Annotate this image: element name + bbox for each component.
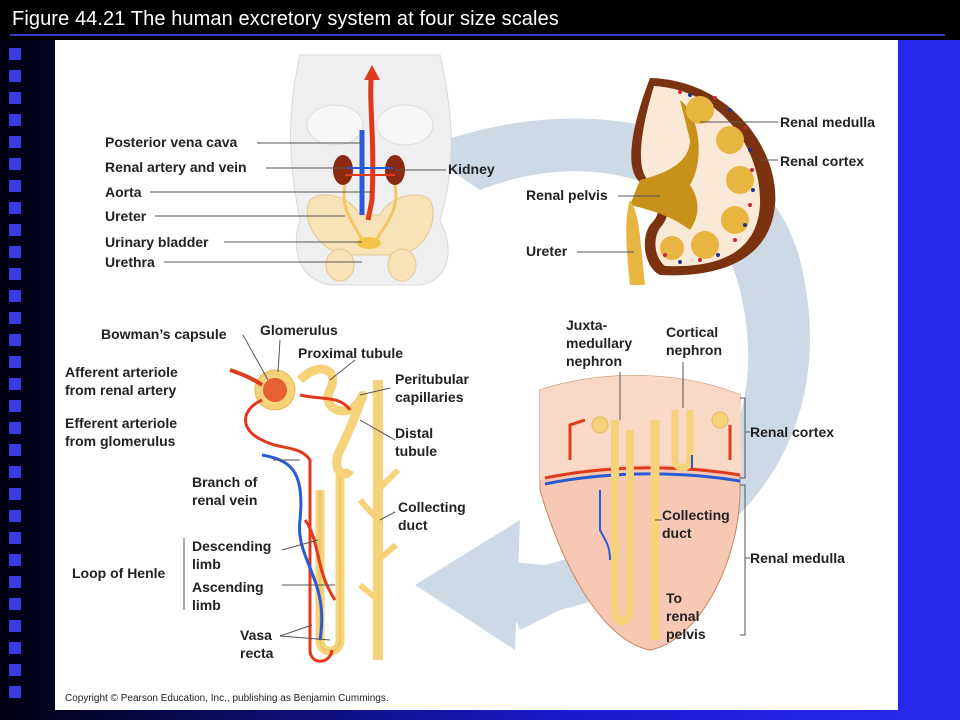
label-vasa-2: recta xyxy=(240,645,274,661)
label-cortical-1: Cortical xyxy=(666,324,718,340)
label-peritubular-1: Peritubular xyxy=(395,371,469,387)
label-juxta-3: nephron xyxy=(566,353,622,369)
label-ureter-body: Ureter xyxy=(105,208,147,224)
left-decorative-strip xyxy=(9,48,21,698)
label-juxta-1: Juxta- xyxy=(566,317,608,333)
label-to-2: renal xyxy=(666,608,699,624)
body-leader-lines xyxy=(150,142,446,263)
label-afferent-1: Afferent arteriole xyxy=(65,364,178,380)
slide-title: Figure 44.21 The human excretory system … xyxy=(12,8,559,30)
label-vasa-1: Vasa xyxy=(240,627,272,643)
label-ascending-1: Ascending xyxy=(192,579,264,595)
label-renal-artery-vein: Renal artery and vein xyxy=(105,159,247,175)
label-cortical-2: nephron xyxy=(666,342,722,358)
excretory-system-diagram: Posterior vena cava Renal artery and vei… xyxy=(65,54,875,704)
label-urinary-bladder: Urinary bladder xyxy=(105,234,209,250)
label-to-3: pelvis xyxy=(666,626,706,642)
label-efferent-2: from glomerulus xyxy=(65,433,176,449)
title-bar xyxy=(0,0,960,40)
label-branch-2: renal vein xyxy=(192,492,257,508)
label-distal-1: Distal xyxy=(395,425,433,441)
label-ureter-kidney: Ureter xyxy=(526,243,568,259)
label-distal-2: tubule xyxy=(395,443,437,459)
nephron-illustration xyxy=(229,364,401,663)
kidney-leader-lines xyxy=(577,121,778,253)
label-descending-2: limb xyxy=(192,556,221,572)
label-efferent-1: Efferent arteriole xyxy=(65,415,177,431)
label-juxta-2: medullary xyxy=(566,335,632,351)
label-loop-of-henle: Loop of Henle xyxy=(72,565,166,581)
label-renal-pelvis: Renal pelvis xyxy=(526,187,608,203)
copyright-notice: Copyright © Pearson Education, Inc., pub… xyxy=(65,693,389,704)
label-renal-cortex-kidney: Renal cortex xyxy=(780,153,864,169)
label-collecting-duct-2: duct xyxy=(662,525,692,541)
label-bowmans-capsule: Bowman’s capsule xyxy=(101,326,227,342)
kidney-section-illustration xyxy=(626,78,776,285)
label-renal-medulla-section: Renal medulla xyxy=(750,550,845,566)
title-underline xyxy=(10,34,945,36)
label-afferent-2: from renal artery xyxy=(65,382,176,398)
label-renal-medulla-kidney: Renal medulla xyxy=(780,114,875,130)
label-peritubular-2: capillaries xyxy=(395,389,464,405)
label-collecting-2: duct xyxy=(398,517,428,533)
label-collecting-duct-1: Collecting xyxy=(662,507,730,523)
label-descending-1: Descending xyxy=(192,538,271,554)
label-posterior-vena-cava: Posterior vena cava xyxy=(105,134,238,150)
label-kidney: Kidney xyxy=(448,161,495,177)
kidney-tissue-section xyxy=(539,375,742,651)
human-body-illustration xyxy=(290,54,452,286)
label-aorta: Aorta xyxy=(105,184,142,200)
label-renal-cortex-section: Renal cortex xyxy=(750,424,834,440)
label-proximal-tubule: Proximal tubule xyxy=(298,345,403,361)
label-glomerulus: Glomerulus xyxy=(260,322,338,338)
nephron-leader-lines xyxy=(183,334,396,641)
label-ascending-2: limb xyxy=(192,597,221,613)
label-to-1: To xyxy=(666,590,682,606)
figure-panel: Posterior vena cava Renal artery and vei… xyxy=(55,40,898,710)
label-collecting-1: Collecting xyxy=(398,499,466,515)
label-urethra: Urethra xyxy=(105,254,155,270)
section-leader-lines xyxy=(619,362,750,636)
label-branch-1: Branch of xyxy=(192,474,258,490)
